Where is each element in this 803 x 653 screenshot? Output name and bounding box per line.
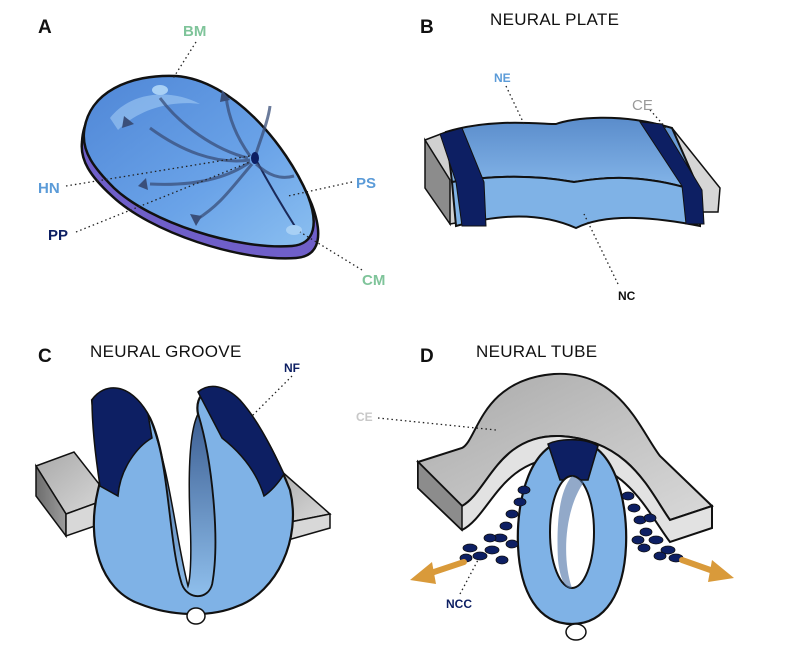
label-ce-b: CE [632,97,653,114]
crest-cell [637,543,651,553]
label-nf: NF [284,361,300,375]
migration-arrow [158,97,249,160]
leader-line-nf [251,375,293,417]
crest-cell [505,539,519,549]
crest-cell [505,509,519,519]
label-hn: HN [38,180,60,197]
migration-arrow-left [425,559,467,577]
label-bm: BM [183,23,206,40]
migration-arrowhead-right [708,560,734,582]
crest-cell [631,535,645,545]
neural-fold-right [197,385,285,498]
leader-line-ncc [459,559,479,595]
migration-arrow [224,95,252,157]
leader-lines-c [251,375,293,417]
panel-b-letter: B [420,17,434,38]
label-nc: NC [618,289,636,303]
label-pp: PP [48,227,68,244]
crest-cell [513,497,527,507]
crest-cell [653,551,667,561]
neural-crest-cells-right [621,491,684,563]
surface-ectoderm-side [417,460,463,532]
migration-arrow [149,160,251,186]
crest-cell [639,527,653,537]
neural-tube-roof [547,439,599,481]
hensen-node [251,152,259,164]
lumen-shadow [557,476,584,589]
crest-cell [462,543,478,553]
panel-c-letter: C [38,346,52,367]
left-ectoderm-side [424,137,451,227]
crest-cell [660,545,676,555]
leader-line-ce [377,417,497,431]
leader-line-bm [171,41,197,81]
leader-lines-d [377,417,497,595]
leader-line-nc [583,213,619,285]
crest-cell [643,513,657,523]
panel-c-title: NEURAL GROOVE [90,342,242,361]
label-ps: PS [356,175,376,192]
crest-cell [499,521,513,531]
panel-a: A [38,17,385,289]
leader-lines-a [65,41,363,271]
migration-arrow [149,126,251,163]
crest-cell [648,535,664,545]
leader-line-ne [505,85,525,125]
buccopharyngeal-membrane [152,85,168,95]
panel-b: B NEURAL PLATE NE CE NC [420,10,721,303]
crest-cell [517,485,531,495]
notochord [186,607,206,625]
panel-d-title: NEURAL TUBE [476,342,597,361]
panel-a-letter: A [38,17,52,38]
neural-plate-front [450,175,701,230]
groove-lumen [149,411,216,597]
label-cm: CM [362,272,385,289]
leader-line-ps [287,181,353,197]
embryo-disc [82,74,315,248]
crest-cell [483,533,497,543]
arrowhead [220,90,230,102]
arrowhead [190,214,202,226]
migration-arrowhead-left [410,562,436,584]
crest-cell [621,491,635,501]
migration-arrow [195,163,254,222]
embryo-highlight [110,94,200,130]
arrowhead [122,116,134,128]
label-ncc: NCC [446,597,472,611]
label-ne: NE [494,71,511,85]
panel-c: C NEURAL GROOVE NF [34,342,332,625]
cloacal-membrane [286,225,302,235]
migration-arrow [254,162,295,179]
panel-d-letter: D [420,346,434,367]
migration-arrows [149,95,295,222]
neural-crest-cells-left [459,485,531,565]
crest-cell [627,503,641,513]
panel-d: D NEURAL TUBE [356,342,734,641]
label-ce-d: CE [356,410,373,424]
crest-cell [484,545,500,555]
crest-cell [472,551,488,561]
neural-fold-left [91,387,153,498]
notochord [565,623,587,641]
panel-b-title: NEURAL PLATE [490,10,619,29]
leader-line-cm [299,231,363,271]
crest-cell [495,555,509,565]
neural-crest-left [439,127,487,227]
arrowhead [138,178,148,190]
